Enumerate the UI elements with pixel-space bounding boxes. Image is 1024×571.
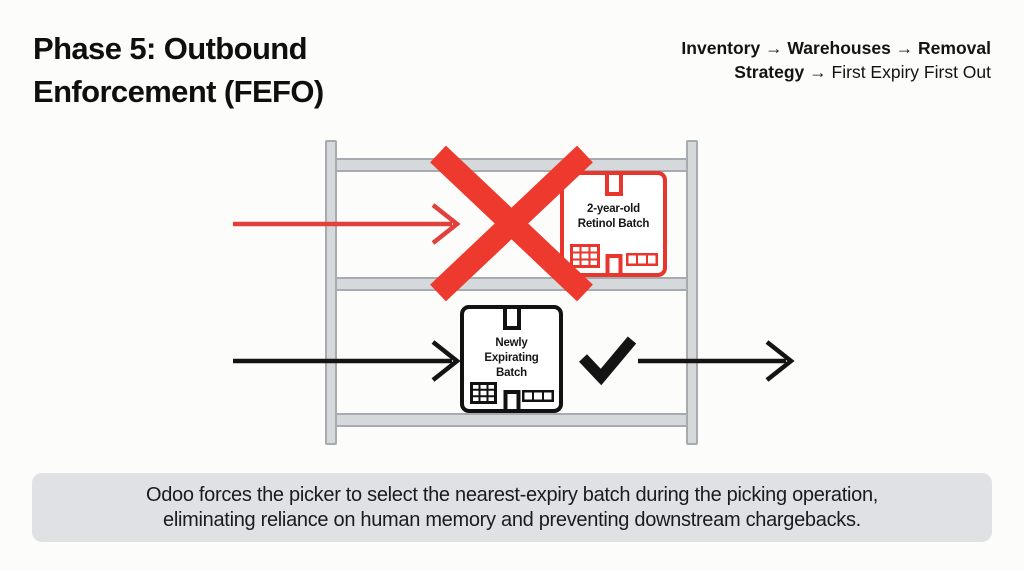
- accepted-batch-label-line2: Expirating: [484, 352, 539, 364]
- breadcrumb-arrow: →: [809, 62, 827, 82]
- page-title-line2: Enforcement (FEFO): [33, 74, 324, 109]
- red-arrow: [233, 203, 461, 245]
- caption-line1: Odoo forces the picker to select the nea…: [145, 484, 879, 506]
- caption-panel: Odoo forces the picker to select the nea…: [32, 473, 992, 542]
- box-flap-icon: [604, 175, 623, 196]
- rejected-batch-label-line2: Retinol Batch: [577, 218, 650, 230]
- shelf-post-right: [686, 140, 698, 445]
- page-title-line1: Phase 5: Outbound: [33, 31, 308, 66]
- accepted-batch-box: Newly Expirating Batch: [460, 305, 563, 413]
- box-slot-icon: [503, 390, 520, 409]
- rejected-batch-box: 2-year-old Retinol Batch: [560, 171, 667, 277]
- breadcrumb: Inventory → Warehouses → Removal Strateg…: [571, 36, 991, 84]
- caption-line2: eliminating reliance on human memory and…: [163, 509, 861, 531]
- breadcrumb-line1: Inventory → Warehouses → Removal: [571, 36, 991, 60]
- box-grid-icon: [470, 382, 497, 404]
- box-slot-icon: [605, 254, 622, 273]
- box-cells-icon: [626, 253, 658, 266]
- accepted-batch-label-line3: Batch: [496, 367, 527, 379]
- breadcrumb-line2: Strategy → First Expiry First Out: [571, 60, 991, 84]
- breadcrumb-path-bold-2: Strategy: [734, 62, 805, 82]
- box-grid-icon: [570, 244, 600, 268]
- breadcrumb-strategy-value: First Expiry First Out: [831, 62, 991, 82]
- box-cells-icon: [522, 390, 554, 402]
- black-arrow-left: [233, 340, 461, 382]
- shelf-beam-bottom: [327, 413, 697, 427]
- shelf-post-left: [325, 140, 337, 445]
- accepted-batch-label: Newly Expirating Batch: [464, 336, 559, 381]
- box-flap-icon: [502, 309, 521, 330]
- rejected-batch-label: 2-year-old Retinol Batch: [564, 202, 663, 232]
- accepted-batch-label-line1: Newly: [495, 337, 528, 349]
- shelf-beam-middle: [327, 277, 697, 291]
- rejected-batch-label-line1: 2-year-old: [587, 203, 640, 215]
- check-icon: [579, 336, 637, 386]
- shelf-beam-top: [327, 158, 697, 172]
- breadcrumb-path-bold: Inventory → Warehouses → Removal: [681, 38, 991, 58]
- black-arrow-right: [638, 340, 795, 382]
- page-title: Phase 5: Outbound Enforcement (FEFO): [33, 27, 513, 113]
